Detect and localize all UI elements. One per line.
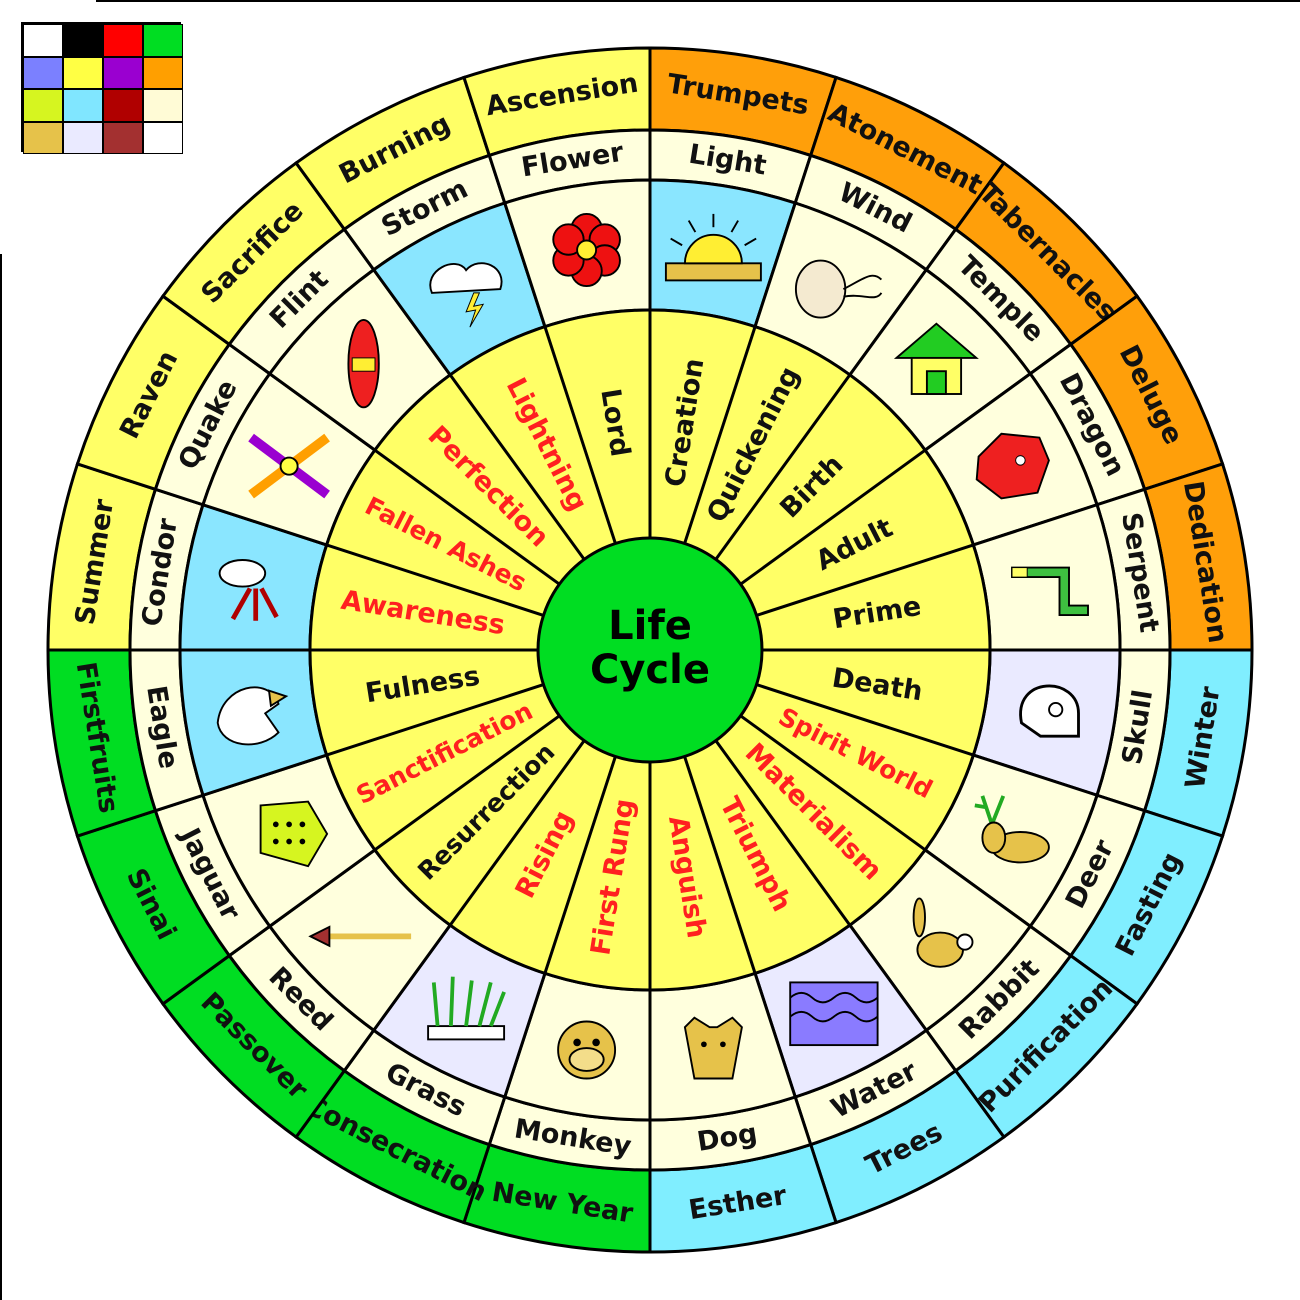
serpent-icon [1011,566,1089,617]
sunrise-icon [664,213,762,282]
palette-swatch[interactable] [23,89,63,122]
stage-divider [326,683,544,757]
icon-ring [178,178,1122,1122]
palette-swatch[interactable] [63,24,103,57]
palette-swatch[interactable] [143,56,183,89]
temple-icon [893,322,979,395]
waves-icon [789,981,879,1047]
palette-swatch[interactable] [103,89,143,122]
condor-icon [218,559,279,621]
jaguar-icon [259,800,329,868]
stage-divider [714,374,852,561]
stage-divider [374,448,561,586]
sign-label-ring: LightWindTempleDragonSerpentSkullDeerRab… [128,128,1172,1172]
palette-swatch[interactable] [143,121,183,154]
eagle-icon [216,686,289,746]
center-title-line2: Cycle [590,647,710,693]
palette-swatch[interactable] [143,24,183,57]
flint-icon [347,318,380,409]
stage-divider [756,683,974,757]
palette-swatch[interactable] [23,121,63,154]
flower-icon [552,212,621,288]
stage-divider [739,714,926,852]
palette-swatch[interactable] [23,56,63,89]
wind-face-icon [794,259,883,319]
skull-icon [1019,684,1080,738]
monkey-icon [557,1020,617,1080]
palette-swatch[interactable] [23,24,63,57]
center-disc: Life Cycle [536,536,764,764]
stage-divider [448,739,586,926]
stage-divider [683,756,757,974]
palette-swatch[interactable] [63,56,103,89]
stage-divider [543,756,617,974]
stage-divider [326,543,544,617]
stage-divider [739,448,926,586]
palette-swatch[interactable] [63,121,103,154]
deer-icon [974,795,1050,864]
rabbit-icon [912,897,974,968]
stage-divider [374,714,561,852]
grass-icon [427,976,506,1041]
stage-divider [448,374,586,561]
stage-divider [714,739,852,926]
palette-swatch[interactable] [63,89,103,122]
dog-icon [683,1016,743,1080]
color-palette[interactable] [21,22,183,154]
stage-divider [543,326,617,544]
top-border-line [96,0,1300,2]
quake-icon [248,433,330,499]
palette-swatch[interactable] [103,24,143,57]
palette-swatch[interactable] [143,89,183,122]
palette-swatch[interactable] [103,121,143,154]
arrow-icon [308,925,412,948]
storm-cloud-icon [429,262,503,328]
palette-swatch[interactable] [103,56,143,89]
stage-divider [756,543,974,617]
dragon-icon [975,432,1050,500]
left-border-line [0,254,2,1300]
center-title-line1: Life [608,603,692,649]
stage-divider [683,326,757,544]
